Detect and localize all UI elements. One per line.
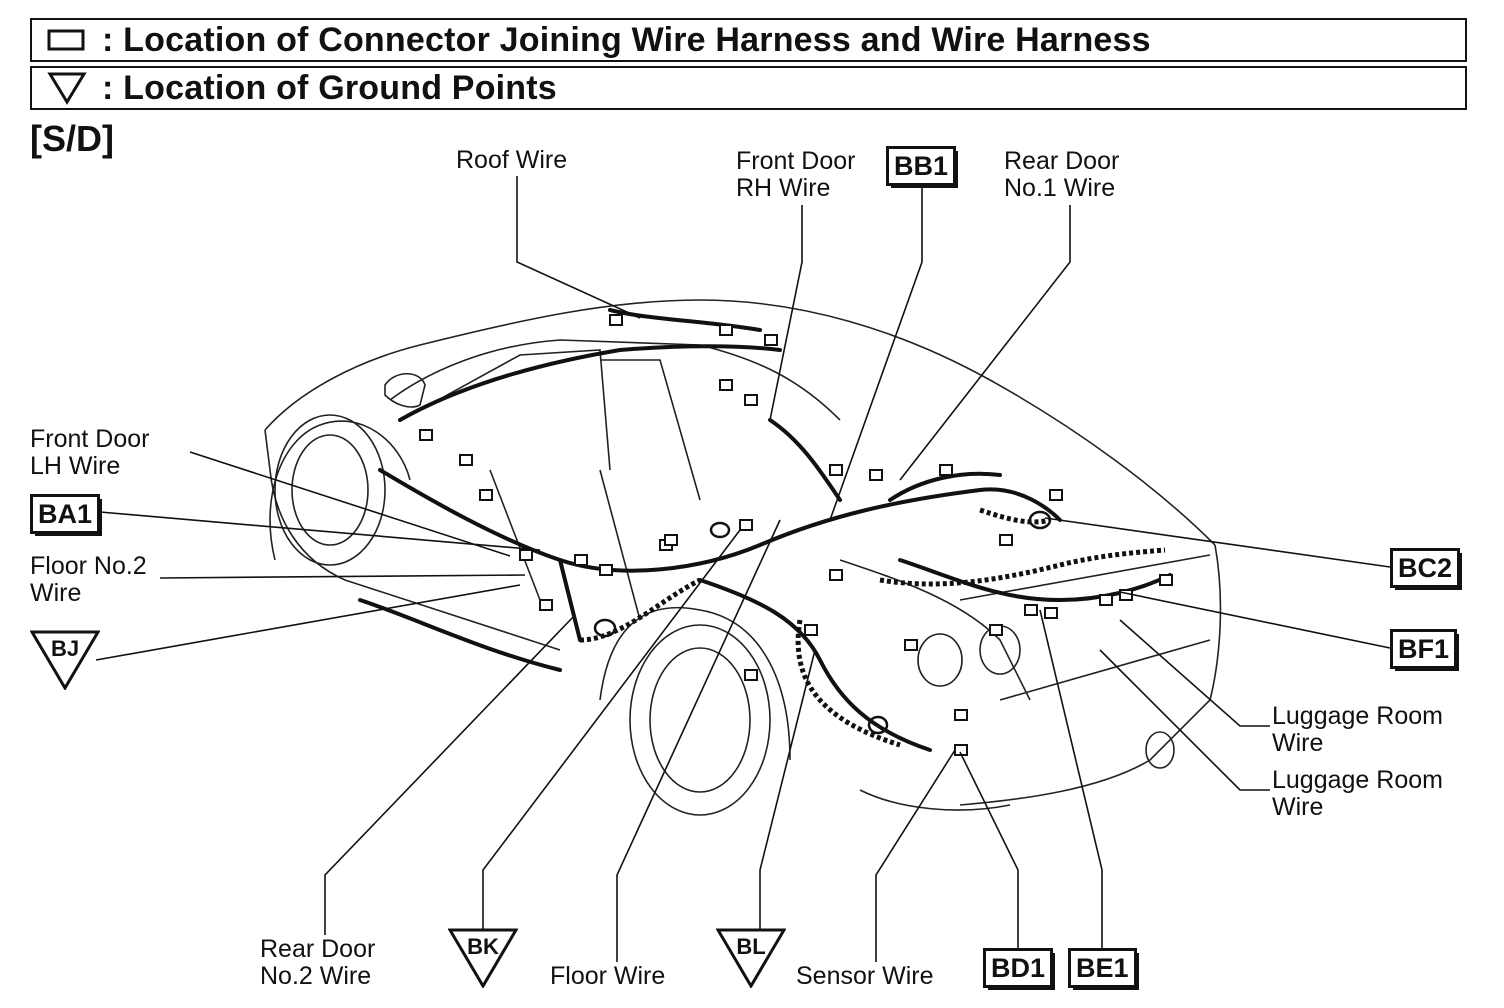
ground-label: BJ [50,636,80,661]
label-line: Wire [1272,729,1324,757]
connector-bf1: BF1 [1390,629,1460,671]
ground-triangle-icon [715,928,787,989]
label-line: Front Door [736,147,856,175]
front-door-lh-wire-label: Front Door LH Wire [30,426,149,480]
label-line: No.2 Wire [260,962,372,990]
ground-point-bk: BK [447,928,519,989]
harness-connectors [419,314,1173,756]
ground-triangle-icon [447,928,519,989]
legend-connector-row: : Location of Connector Joining Wire Har… [30,18,1467,62]
leader-lines [95,176,1391,962]
luggage-room-wire-label-1: Luggage Room Wire [1272,703,1443,757]
connector-bc2: BC2 [1390,548,1463,590]
connector-ba1: BA1 [30,494,103,536]
wire-harness-bundles [358,308,1172,752]
rear-door-no2-wire-label: Rear Door No.2 Wire [260,936,375,990]
connector-bd1: BD1 [983,948,1056,990]
car-body-outline [264,299,1222,816]
ground-point-bl: BL [715,928,787,989]
connector-bb1: BB1 [886,146,959,188]
label-line: Luggage Room [1272,702,1443,730]
ground-triangle-icon [32,71,102,105]
sensor-wire-label: Sensor Wire [796,962,934,990]
ground-bolts [593,510,1052,735]
connector-be1: BE1 [1068,948,1139,990]
label-line: Wire [30,579,82,607]
label-line: Floor No.2 [30,552,147,580]
label-line: Rear Door [1004,147,1120,175]
corrugated-tubes [579,507,1166,748]
ground-label: BL [736,934,766,959]
legend-ground-text: : Location of Ground Points [102,68,557,107]
label-line: Luggage Room [1272,766,1443,794]
luggage-room-wire-label-2: Luggage Room Wire [1272,767,1443,821]
front-door-rh-wire-label: Front Door RH Wire [736,148,855,202]
roof-wire-label: Roof Wire [456,146,568,174]
label-line: Rear Door [260,935,376,963]
connector-box-icon [32,28,102,52]
ground-triangle-icon [29,630,101,691]
floor-wire-label: Floor Wire [550,962,666,990]
ground-label: BK [467,934,499,959]
ground-point-bj: BJ [29,630,101,691]
floor-no2-wire-label: Floor No.2 Wire [30,553,147,607]
legend-ground-row: : Location of Ground Points [30,66,1467,110]
label-line: RH Wire [736,174,831,202]
legend-connector-text: : Location of Connector Joining Wire Har… [102,20,1151,59]
label-line: LH Wire [30,452,121,480]
label-line: Wire [1272,793,1324,821]
variant-label: [S/D] [30,118,114,159]
label-line: Front Door [30,425,150,453]
rear-door-no1-wire-label: Rear Door No.1 Wire [1004,148,1119,202]
label-line: No.1 Wire [1004,174,1116,202]
